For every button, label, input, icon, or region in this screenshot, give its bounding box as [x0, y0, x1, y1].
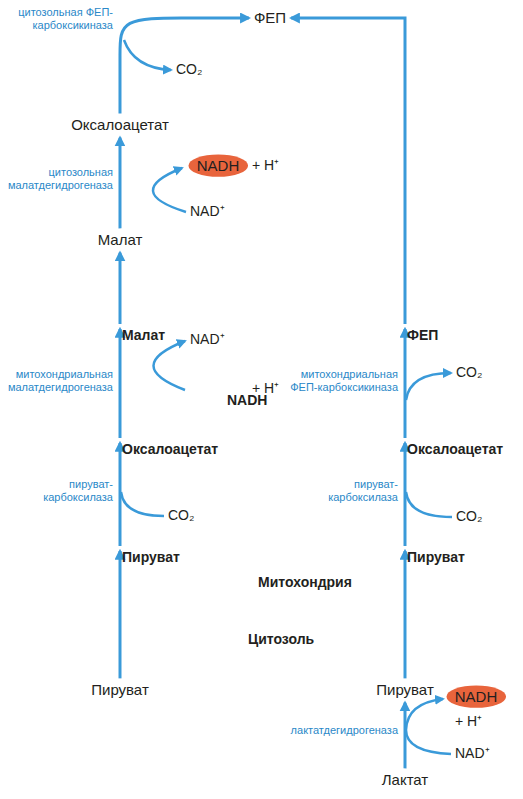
cofactor-label: CO₂	[168, 507, 194, 524]
metabolite-node: Пируват	[374, 680, 436, 699]
cofactor-label: NAD⁺	[455, 745, 490, 762]
reaction-arrow	[291, 18, 405, 324]
co2-release-arrow	[406, 373, 451, 400]
nadh-arrow	[406, 699, 451, 754]
nadh-arrow	[153, 168, 186, 212]
compartment-label: Цитозоль	[248, 631, 314, 648]
reaction-arrow	[118, 138, 121, 229]
metabolite-name: Лактат	[380, 770, 431, 789]
metabolite-name: Пируват	[374, 680, 436, 699]
metabolite-name: Малат	[120, 326, 167, 344]
reaction-arrow	[119, 551, 122, 678]
reaction-arrow	[404, 551, 407, 678]
nad-arrow	[154, 341, 186, 390]
cofactor-name: NADH	[188, 154, 249, 177]
metabolite-name: ФЕП	[405, 326, 440, 344]
cofactor-ellipse: NADH	[188, 154, 249, 177]
co2-uptake-line	[121, 492, 164, 516]
co2-uptake-line	[406, 492, 452, 517]
enzyme-name: пируват-карбоксилаза	[288, 478, 398, 504]
reaction-arrow	[119, 329, 122, 438]
metabolite-node: ФЕП	[252, 8, 288, 27]
cofactor-label: CO₂	[456, 508, 482, 525]
metabolite-name: Малат	[96, 230, 145, 249]
reaction-arrow	[119, 253, 122, 324]
cofactor-ellipse: NADH	[446, 685, 507, 708]
metabolite-name: Оксалоацетат	[405, 440, 505, 458]
cofactor-label: CO₂	[176, 61, 202, 78]
metabolite-name: Пируват	[120, 548, 182, 566]
cofactor-name: NADH	[446, 685, 507, 708]
enzyme-name: митохондриальная малатдегидрогеназа	[3, 368, 113, 394]
enzyme-name: лактатдегидрогеназа	[278, 724, 398, 737]
cofactor-label: NAD⁺	[190, 203, 225, 220]
metabolite-name: Оксалоацетат	[69, 115, 171, 134]
cofactor-label: NAD⁺	[190, 331, 225, 348]
metabolite-name: ФЕП	[252, 8, 288, 27]
reaction-arrow	[120, 18, 249, 113]
enzyme-name: пируват-карбоксилаза	[3, 478, 113, 504]
metabolite-node: Оксалоацетат	[69, 115, 171, 134]
mitochondrion: МитохондрияМалатФЕПNADHОксалоацетатОксал…	[20, 286, 505, 620]
metabolite-name: Оксалоацетат	[120, 440, 220, 458]
enzyme-name: митохондриальная ФЕП-карбоксикиназа	[288, 368, 398, 394]
metabolite-name: Пируват	[89, 680, 151, 699]
reaction-arrow	[404, 329, 407, 438]
metabolite-node: Лактат	[380, 770, 431, 789]
cofactor-label: + H⁺	[252, 157, 279, 174]
enzyme-name: цитозольная ФЕП-карбоксикиназа	[3, 6, 113, 32]
metabolite-name: Пируват	[405, 548, 467, 566]
metabolite-node: Пируват	[89, 680, 151, 699]
cofactor-label: CO₂	[456, 364, 482, 381]
metabolite-node: Малат	[96, 230, 145, 249]
compartment-label: Митохондрия	[258, 574, 352, 590]
enzyme-name: цитозольная малатдегидрогеназа	[3, 166, 113, 192]
co2-release-arrow	[124, 40, 171, 70]
cofactor-label: + H⁺	[252, 380, 279, 397]
cofactor-label: + H⁺	[455, 713, 482, 730]
